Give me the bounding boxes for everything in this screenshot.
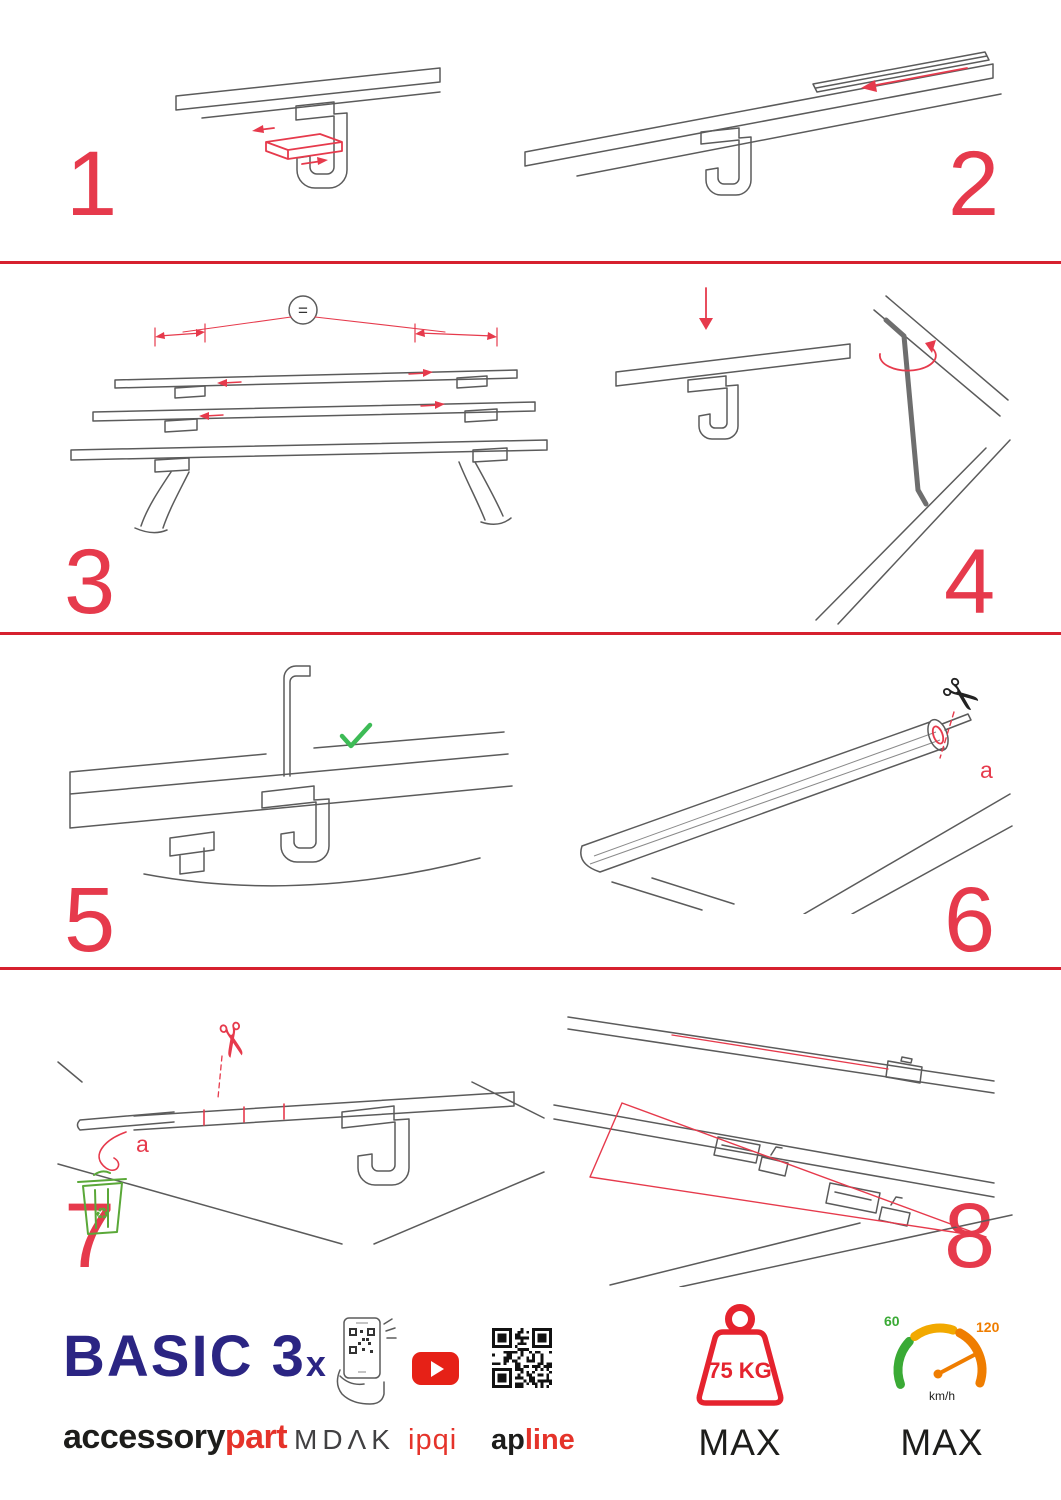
brand-wordmark: accessorypart — [63, 1418, 288, 1456]
speed-max-label: MAX — [900, 1422, 984, 1463]
step-number-7: 7 — [64, 1185, 116, 1287]
cut-piece — [98, 1131, 127, 1172]
mdak-logo: MDΛK — [294, 1424, 395, 1455]
step-number-4: 4 — [944, 531, 996, 633]
alignment-line — [671, 1034, 889, 1070]
step-7-illustration: ✂ a ♻ — [42, 998, 547, 1246]
step-8-illustration — [550, 985, 1015, 1287]
insert-pad-highlight — [252, 125, 343, 165]
cut-line — [217, 1055, 223, 1099]
hex-key-icon — [883, 317, 929, 507]
play-icon — [430, 1360, 444, 1377]
scissors-icon: ✂ — [202, 1016, 261, 1065]
speed-unit-label: km/h — [929, 1389, 955, 1403]
step-2-illustration — [515, 22, 1010, 227]
step-number-1: 1 — [66, 133, 118, 235]
apline-logo: apline — [491, 1424, 575, 1456]
speedometer-icon: 60 120 km/h — [880, 1294, 1004, 1408]
section-divider — [0, 632, 1061, 635]
speed-low-label: 60 — [884, 1313, 900, 1329]
measurement-lines — [589, 1102, 987, 1238]
step-5-illustration — [52, 642, 527, 910]
cut-marks — [203, 1103, 285, 1126]
weight-limit-icon: 75 KG — [678, 1300, 802, 1418]
step-number-6: 6 — [944, 869, 996, 971]
weight-max-label: MAX — [698, 1422, 782, 1463]
step-4-illustration — [588, 278, 1012, 626]
adjustment-arrows — [199, 369, 445, 420]
qr-code — [492, 1328, 552, 1388]
section-divider — [0, 261, 1061, 264]
section-divider — [0, 967, 1061, 970]
scissors-icon: ✂ — [930, 672, 992, 728]
cut-label: a — [980, 757, 993, 783]
equal-spacing-annotation: = — [154, 295, 498, 347]
svg-text:=: = — [298, 301, 308, 320]
step-number-3: 3 — [64, 531, 116, 633]
strip-cross-section-highlight — [931, 725, 945, 745]
cut-line — [939, 711, 955, 759]
phone-qr-icon — [314, 1314, 406, 1406]
step-6-illustration: ✂ a — [552, 672, 1014, 914]
slide-direction-arrow — [861, 67, 968, 92]
step-1-illustration — [168, 52, 448, 237]
cut-label: a — [136, 1131, 149, 1157]
needle — [936, 1352, 978, 1376]
step-3-illustration: = — [55, 282, 555, 534]
check-icon — [339, 722, 373, 749]
step-number-8: 8 — [944, 1185, 996, 1287]
speed-high-label: 120 — [976, 1319, 1000, 1335]
weight-value: 75 KG — [708, 1358, 772, 1383]
rotate-arrow — [878, 340, 937, 372]
trash-icon: ♻ — [77, 1170, 127, 1235]
step-number-2: 2 — [948, 133, 1000, 235]
press-down-arrow — [699, 287, 713, 330]
product-logo: BASIC 3x — [63, 1324, 328, 1389]
step-number-5: 5 — [64, 869, 116, 971]
recycle-icon: ♻ — [95, 1206, 109, 1223]
ipqi-logo: ipqi — [408, 1424, 458, 1456]
youtube-icon — [412, 1352, 459, 1385]
